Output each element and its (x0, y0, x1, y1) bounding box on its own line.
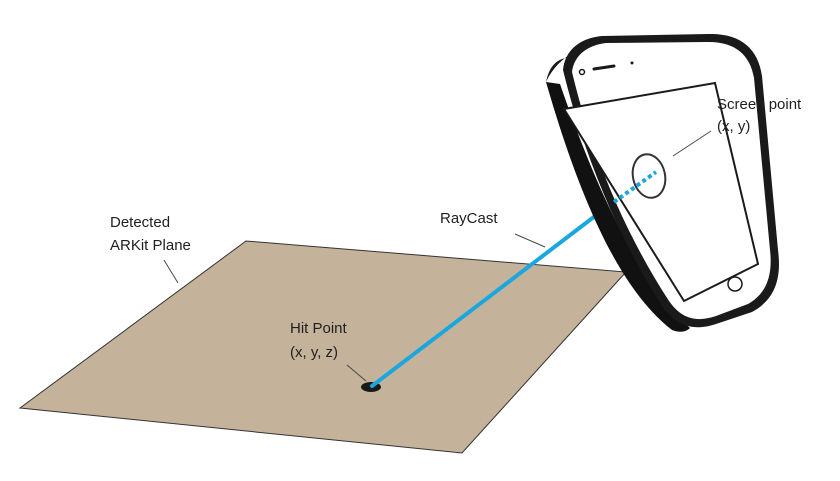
hit-point-label-line1: Hit Point (290, 320, 348, 337)
plane-label-leader (163, 259, 179, 284)
sensor-icon (630, 61, 634, 65)
hit-point-leader (346, 364, 367, 382)
home-button-icon (727, 276, 743, 292)
screen-point-marker (631, 153, 667, 199)
screen-point-label-line1: Screen point (717, 96, 802, 113)
screen-point-leader (672, 130, 712, 157)
front-camera-icon (578, 68, 586, 76)
earpiece-icon (592, 64, 616, 71)
raycast-dashed-segment (612, 170, 658, 204)
phone-side-edge (546, 82, 690, 332)
detected-plane (18, 240, 628, 454)
raycast-label: RayCast (440, 210, 498, 227)
plane-label-line2: ARKit Plane (110, 237, 191, 254)
screen-point-label-line2: (x, y) (717, 118, 750, 135)
hit-point-label-line2: (x, y, z) (290, 344, 338, 361)
raycast-line (370, 208, 605, 388)
plane-label-line1: Detected (110, 214, 170, 231)
raycast-label-leader (514, 233, 546, 248)
